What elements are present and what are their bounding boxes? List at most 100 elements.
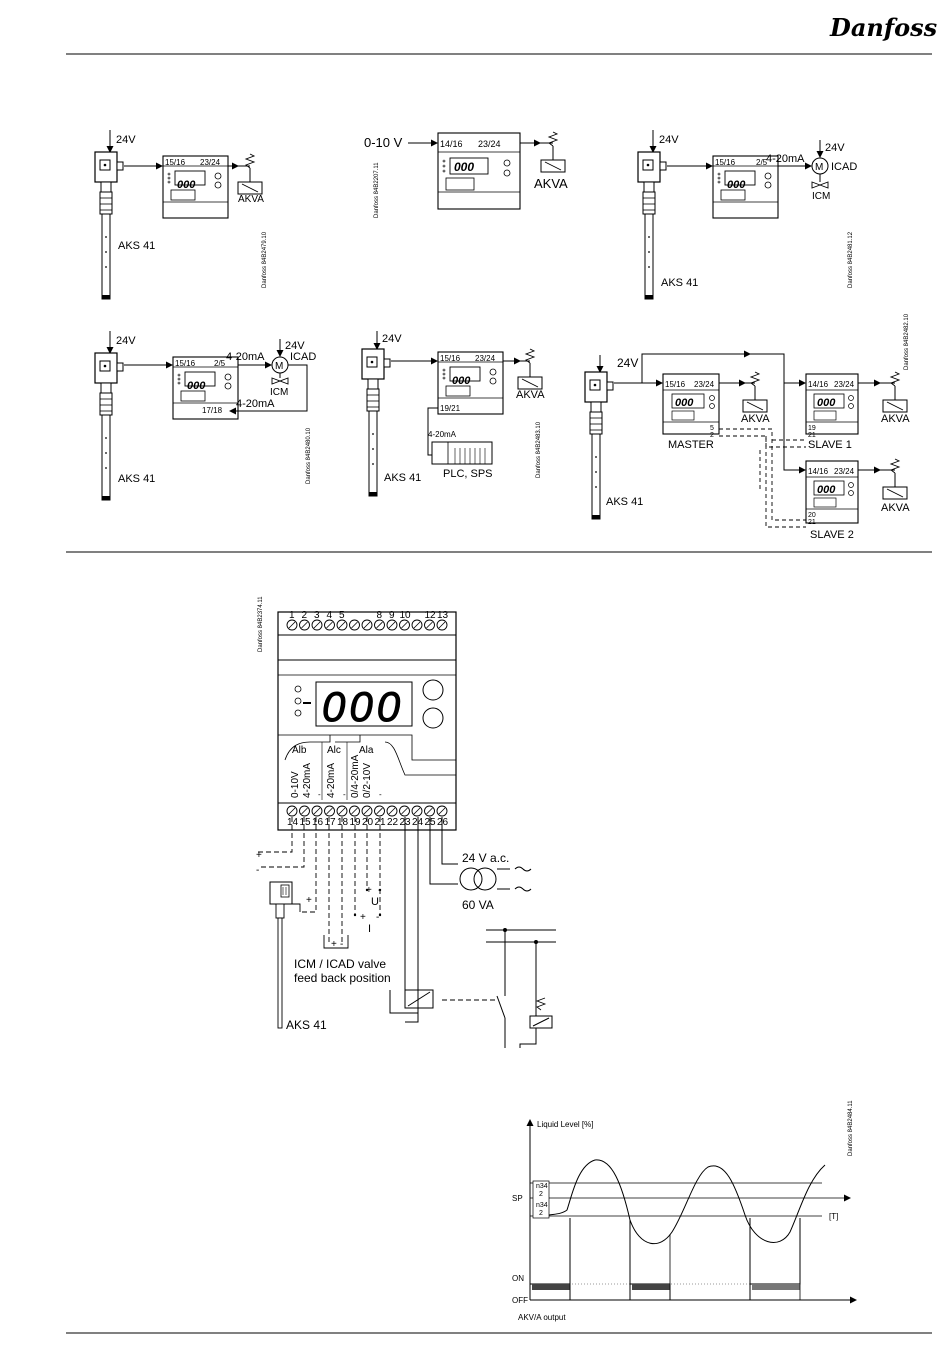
d4-terminals-a: 15/16 [175,359,196,368]
d1-terminals-a: 15/16 [165,158,186,167]
d5-supply: 24V [382,333,402,345]
d6-slave1-a: 14/16 [808,380,829,389]
diagram-6: 24V 15/16 23/24 000 5 2 MASTER AKVA [584,313,910,541]
on-fill-1 [532,1284,570,1290]
d3-valve: ICAD [831,161,857,173]
d4-feedback-terminals: 17/18 [202,406,223,415]
d5-plc: PLC, SPS [443,468,493,480]
u-label: U [371,896,379,908]
led-1 [294,685,302,693]
top-terminal-label-8: 8 [377,610,383,621]
group-alc: Alc [327,745,341,756]
bottom-terminal-label-19: 19 [350,817,362,828]
top-terminal-label-13: 13 [437,610,449,621]
d4-supply: 24V [116,335,136,347]
bottom-terminal-label-15: 15 [300,817,312,828]
d4-terminals-b: 2/5 [214,359,226,368]
wiring-sensor: AKS 41 [286,1018,327,1032]
d6-slave1-akva-icon [882,371,908,413]
time-label: [T] [829,1212,838,1221]
d1-valve: AKVA [238,194,264,205]
chart-code: Danfoss 84B2484.11 [848,1100,854,1156]
d3-motor: M [815,162,823,173]
d6-slave2-d: 21 [808,519,816,526]
bottom-terminal-label-17: 17 [325,817,337,828]
d6-slave2-b: 23/24 [834,467,855,476]
d1-sensor-icon [94,151,124,300]
d1-supply: 24V [116,134,136,146]
d5-akva-icon [517,348,543,390]
off-label: OFF [512,1296,528,1305]
d6-slave2-valve: AKVA [881,502,910,514]
d3-valve-icon [811,181,829,189]
d6-slave2-akva-icon [882,458,908,500]
d5-terminals-a: 15/16 [440,354,461,363]
d1-akva-icon [237,153,263,195]
d6-sensor: AKS 41 [606,496,643,508]
top-terminal-label-2: 2 [302,610,308,621]
top-terminal-label-4: 4 [327,610,333,621]
d2-code: Danfoss 84B2207.11 [374,162,380,218]
bottom-terminal-label-16: 16 [312,817,324,828]
on-fill-2 [632,1284,670,1290]
d3-code: Danfoss 84B2481.12 [848,231,854,288]
supply-power: 60 VA [462,898,494,912]
d2-valve: AKVA [534,176,568,191]
d6-slave2-c: 20 [808,512,816,519]
d4-sensor: AKS 41 [118,473,155,485]
top-terminal-label-5: 5 [339,610,345,621]
button-down[interactable] [422,707,444,729]
group-ala: Ala [359,745,374,756]
half-lower: 2 [539,1210,543,1217]
d5-display: 000 [452,375,471,387]
half-upper: 2 [539,1191,543,1198]
d6-code: Danfoss 84B2482.10 [904,313,910,370]
d2-input: 0-10 V [364,135,403,150]
d4-valve-supply: 24V [285,340,305,352]
d6-master-d: 2 [710,432,714,439]
d5-sensor: AKS 41 [384,472,421,484]
wire-plus-1: + [256,850,262,861]
n34-lower: n34 [536,1202,548,1209]
d6-slave2-a: 14/16 [808,467,829,476]
d6-master-c: 5 [710,425,714,432]
feedback-line1: ICM / ICAD valve [294,957,386,971]
d3-terminals-b: 2/5 [756,158,768,167]
d3-display: 000 [727,179,746,191]
d6-supply: 24V [617,356,638,370]
d5-plc-box [431,441,493,465]
d6-master-a: 15/16 [665,380,686,389]
d5-terminals-b: 23/24 [475,354,496,363]
d6-slave2-display: 000 [817,484,836,496]
d2-akva-icon [540,131,566,173]
minus-mark-3: - [379,790,382,799]
d6-master-valve: AKVA [741,413,770,425]
d3-supply: 24V [659,134,679,146]
bottom-terminal-label-21: 21 [375,817,387,828]
on-fill-3 [752,1284,800,1290]
level-chart: Danfoss 84B2484.11 Liquid Level [%] SP n… [512,1100,857,1322]
group-alb: Alb [292,745,307,756]
top-terminal-label-3: 3 [314,610,320,621]
d2-display: 000 [454,160,474,174]
d6-slave2-label: SLAVE 2 [810,529,854,541]
d4-valve-icon [271,377,289,385]
d6-master-display: 000 [675,397,694,409]
minus-mark-1: - [318,790,321,799]
feedback-line2: feed back position [294,971,391,985]
minus-mark-2: - [343,790,346,799]
display-panel [315,681,413,727]
wire-minus-1: - [256,865,259,876]
d5-out-terminals: 19/21 [440,404,461,413]
danfoss-logo: Danfoss [829,13,938,42]
d1-display: 000 [177,179,196,191]
liquid-level-curve [548,1159,826,1245]
button-up[interactable] [422,679,444,701]
d6-master-label: MASTER [668,439,714,451]
d6-slave1-d: 21 [808,432,816,439]
d6-slave1-c: 19 [808,425,816,432]
d3-valve-supply: 24V [825,142,845,154]
d3-signal: 4-20mA [766,153,805,165]
